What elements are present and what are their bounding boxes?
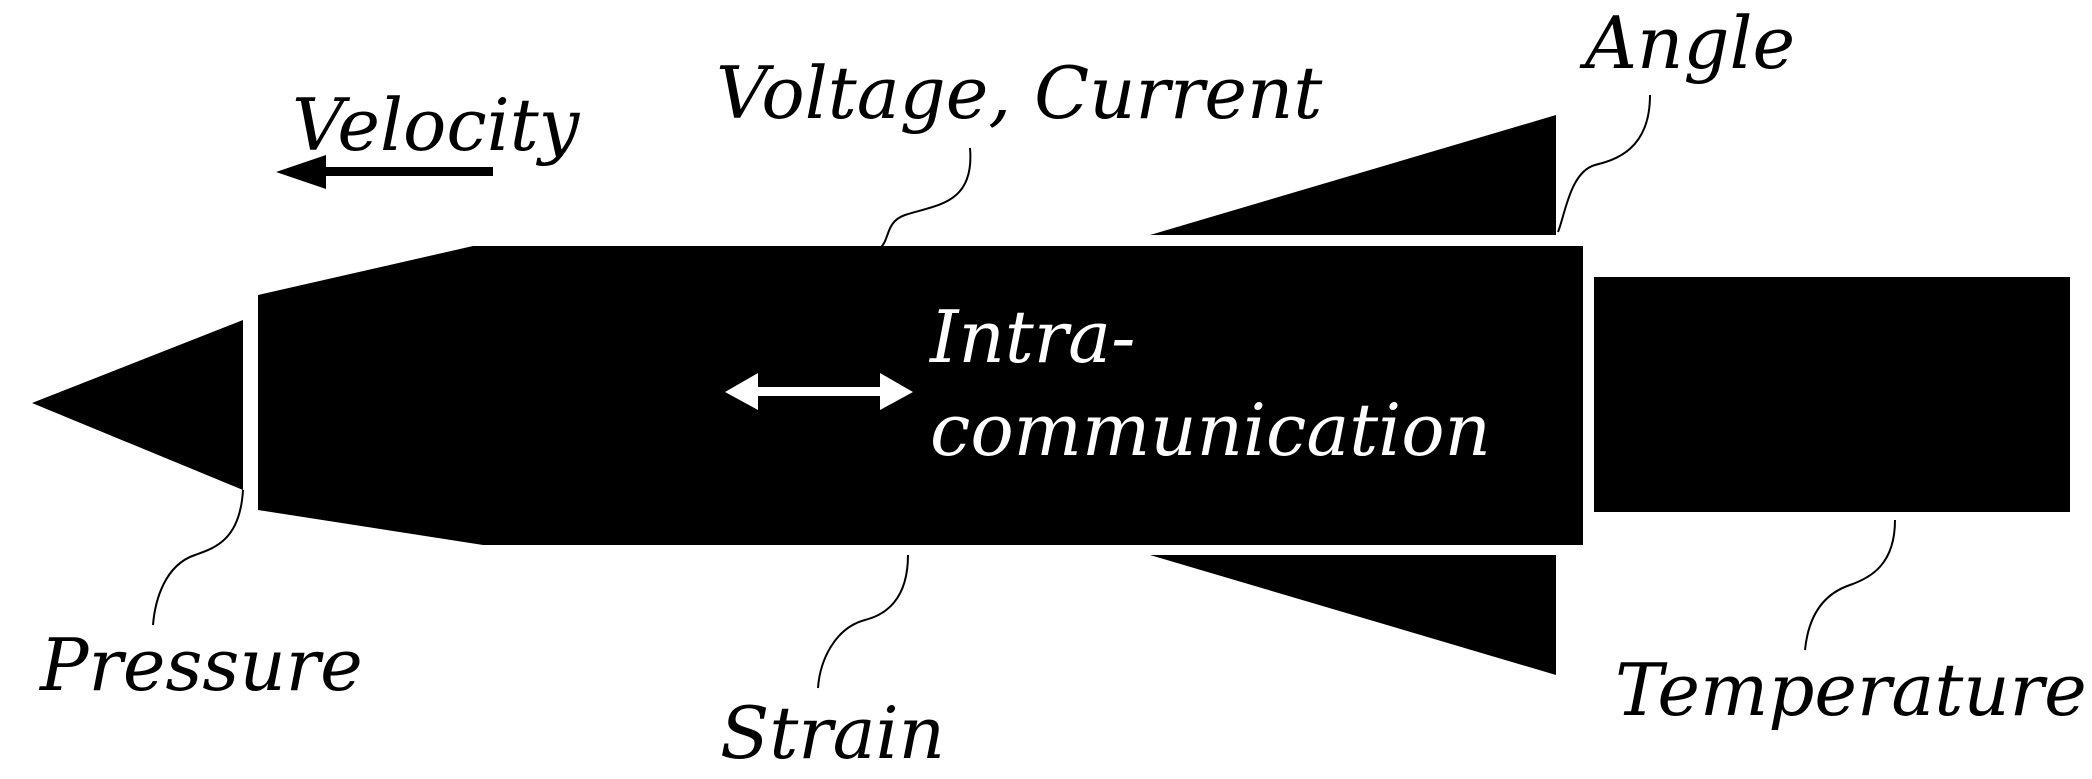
top-fin bbox=[1150, 115, 1556, 235]
leader-pressure bbox=[152, 489, 244, 626]
leader-velocity bbox=[879, 147, 972, 249]
intra-label-line1: Intra- bbox=[928, 295, 1135, 379]
rear-engine-block bbox=[1594, 277, 2070, 512]
velocity-label: Velocity bbox=[292, 83, 581, 167]
bottom-fin bbox=[1150, 555, 1556, 675]
angle-label: Angle bbox=[1579, 1, 1795, 85]
voltage-current-label: Voltage, Current bbox=[716, 51, 1323, 135]
double-arrow-icon bbox=[725, 373, 913, 410]
nose-cone bbox=[32, 320, 243, 490]
intra-label-line2: communication bbox=[930, 388, 1491, 472]
arrow-left-icon bbox=[276, 155, 493, 189]
leader-strain bbox=[817, 554, 909, 689]
rocket-body bbox=[258, 246, 1583, 545]
strain-label: Strain bbox=[720, 691, 945, 775]
leader-angle bbox=[1557, 94, 1651, 233]
pressure-label: Pressure bbox=[38, 623, 363, 707]
leader-temperature bbox=[1804, 519, 1896, 651]
temperature-label: Temperature bbox=[1615, 648, 2087, 732]
